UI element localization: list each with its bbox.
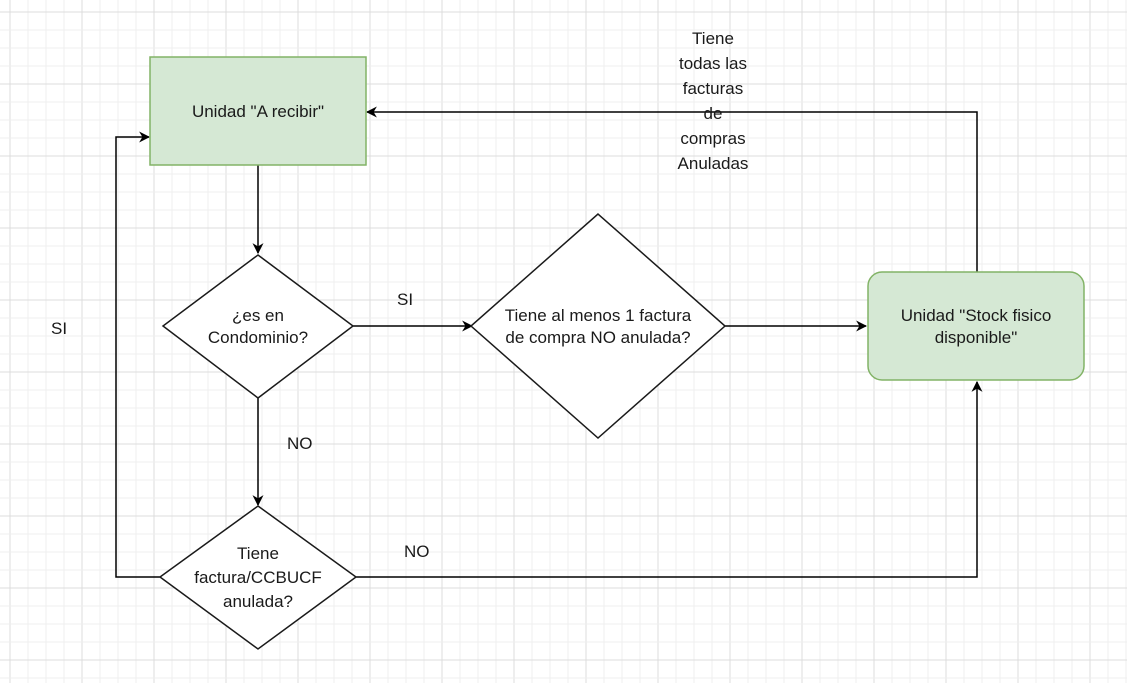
node-a-recibir-label: Unidad "A recibir" (192, 102, 324, 121)
label-line: Anuladas (678, 154, 749, 173)
edge-label-si-condominio: SI (397, 290, 413, 309)
edge-label-no-condominio: NO (287, 434, 313, 453)
edges (115, 106, 983, 578)
node-factura-anulada-label: Tiene factura/CCBUCF anulada? (194, 544, 322, 611)
node-stock-box (867, 271, 1085, 381)
edge-stock-to-recibir (365, 106, 978, 272)
node-stock-label: Unidad "Stock fisico disponible" (901, 306, 1052, 347)
label-line: ¿es en (232, 306, 284, 325)
edge-anulada-si (115, 131, 160, 578)
node-condominio-label: ¿es en Condominio? (208, 306, 308, 347)
node-condominio-diamond (161, 254, 355, 399)
node-a-recibir: Unidad "A recibir" (149, 56, 367, 166)
label-line: facturas (683, 79, 743, 98)
label-line: Unidad "A recibir" (192, 102, 324, 121)
node-factura-compra-label: Tiene al menos 1 factura de compra NO anu… (505, 306, 692, 347)
label-line: Unidad "Stock fisico (901, 306, 1052, 325)
label-line: Condominio? (208, 328, 308, 347)
label-line: Tiene (237, 544, 279, 563)
node-factura-anulada: Tiene factura/CCBUCF anulada? (158, 505, 358, 650)
label-line: de (704, 104, 723, 123)
label-line: de compra NO anulada? (505, 328, 690, 347)
node-factura-compra: Tiene al menos 1 factura de compra NO anu… (469, 213, 727, 439)
node-condominio: ¿es en Condominio? (161, 254, 355, 399)
node-factura-anulada-diamond (158, 505, 358, 650)
node-stock: Unidad "Stock fisico disponible" (867, 271, 1085, 381)
label-line: factura/CCBUCF (194, 568, 322, 587)
edge-label-si-left: SI (51, 319, 67, 338)
label-line: Tiene (692, 29, 734, 48)
label-line: anulada? (223, 592, 293, 611)
label-line: disponible" (935, 328, 1018, 347)
edge-anulada-no (356, 380, 983, 578)
label-line: compras (680, 129, 745, 148)
label-line: Tiene al menos 1 factura (505, 306, 692, 325)
label-line: todas las (679, 54, 747, 73)
node-a-recibir-box (149, 56, 367, 166)
node-factura-compra-diamond (469, 213, 727, 439)
edge-label-no-bottom: NO (404, 542, 430, 561)
